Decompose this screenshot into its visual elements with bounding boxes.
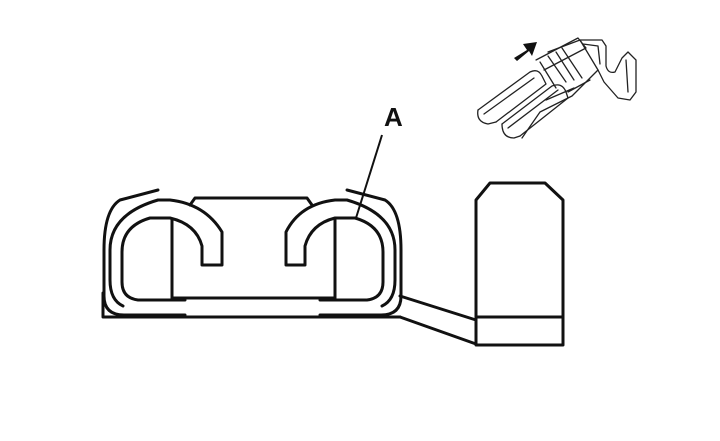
inset-side-wall xyxy=(535,37,587,71)
inset-base xyxy=(521,39,599,139)
blade-tab xyxy=(474,181,565,347)
top-bridge xyxy=(188,196,314,207)
inset-lower-barrel-lip xyxy=(501,89,559,139)
callout-a: A xyxy=(355,102,403,219)
tail-strip xyxy=(398,294,478,346)
inset-upper-barrel xyxy=(477,70,547,123)
arrow-icon xyxy=(514,42,537,61)
inset-upper-barrel-lip xyxy=(477,77,535,125)
callout-label: A xyxy=(384,102,403,132)
callout-leader-line xyxy=(355,134,383,219)
right-curl-outer-arc xyxy=(284,198,397,308)
inset-tab-inner xyxy=(582,43,629,93)
terminal-perspective-inset xyxy=(477,37,637,139)
right-outer-curl xyxy=(318,188,403,317)
inset-crimp-ridges xyxy=(539,47,591,101)
left-outer-curl xyxy=(102,188,187,317)
terminal-cross-section xyxy=(101,181,565,347)
inset-bent-tab xyxy=(579,39,637,101)
left-curl-outer-arc xyxy=(108,198,224,308)
